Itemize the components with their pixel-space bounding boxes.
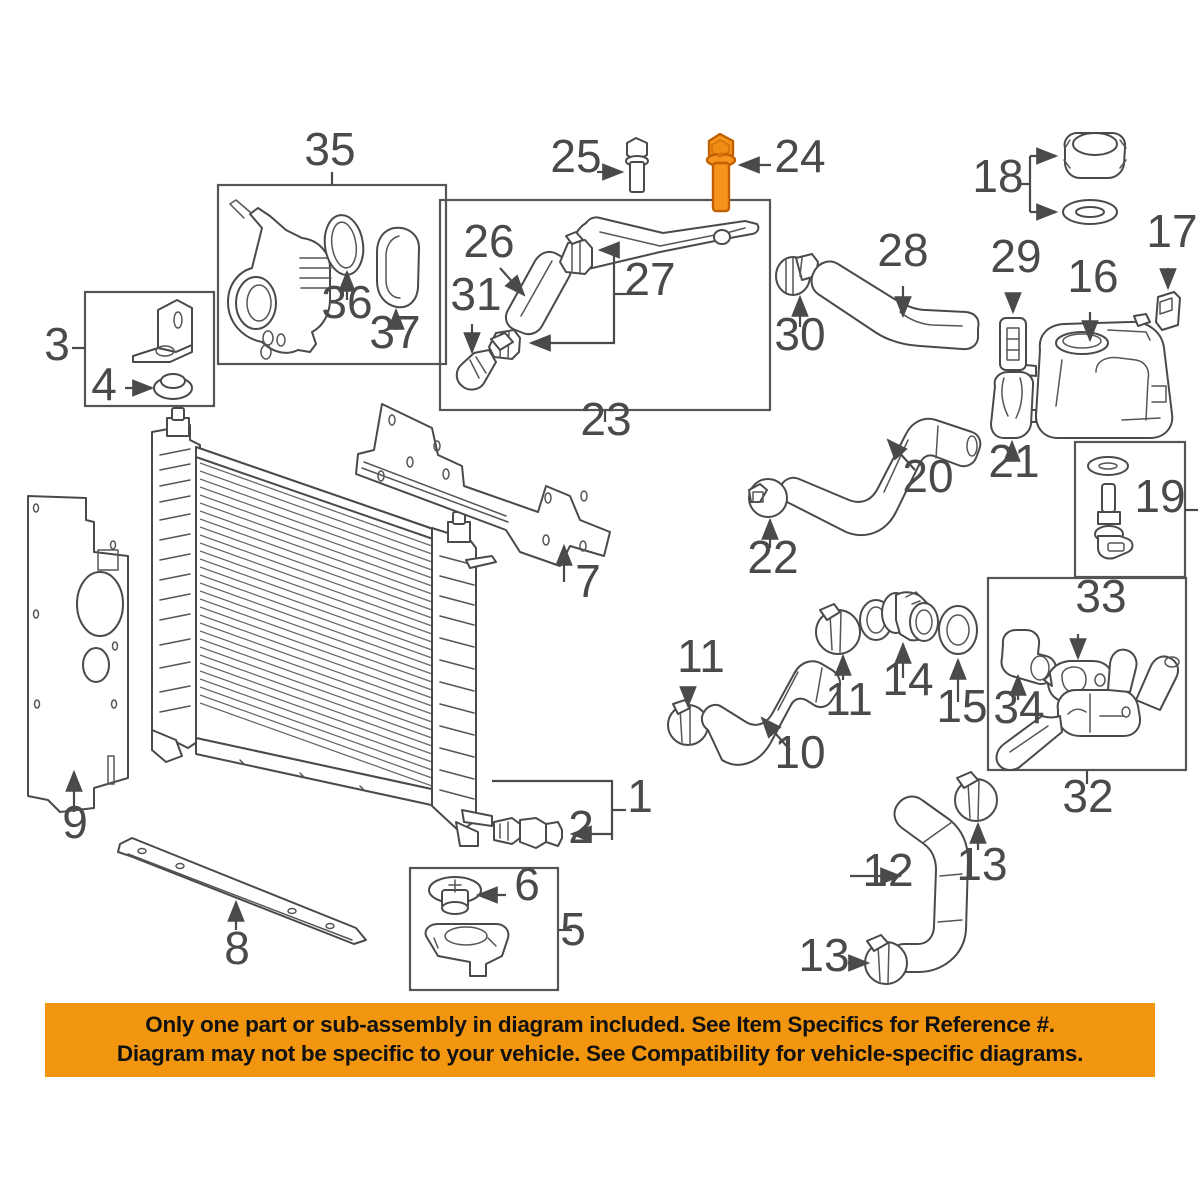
callout-12: 12	[862, 844, 913, 896]
callout-14: 14	[882, 653, 933, 705]
part-16-coolant-tank	[1013, 312, 1174, 439]
disclaimer-banner: Only one part or sub-assembly in diagram…	[45, 1003, 1155, 1077]
part-21-tank-retainer	[990, 371, 1035, 462]
group-box-32	[986, 576, 1188, 784]
callout-16: 16	[1067, 250, 1118, 302]
part-29-clamp-strap	[999, 292, 1027, 371]
part-13-clamp-upper	[954, 771, 998, 850]
part-20-reservoir-hose	[779, 417, 982, 537]
callout-22: 22	[747, 531, 798, 583]
part-32-thermostat-housing	[995, 648, 1180, 771]
callout-13: 13	[956, 838, 1007, 890]
group-box-23	[438, 198, 772, 422]
group-box-5	[408, 866, 572, 992]
part-14-pipe-connector	[859, 591, 939, 678]
group-box-3	[72, 290, 216, 408]
callout-3: 3	[44, 318, 70, 370]
callout-18: 18	[972, 150, 1023, 202]
callout-15: 15	[936, 680, 987, 732]
callout-8: 8	[224, 922, 250, 974]
part-13-clamp-lower	[848, 934, 908, 985]
part-27-leader	[528, 241, 628, 352]
part-1-radiator	[151, 407, 626, 847]
callout-6: 6	[514, 858, 540, 910]
callout-1: 1	[627, 770, 653, 822]
callout-20: 20	[902, 450, 953, 502]
callout-19: 19	[1134, 470, 1185, 522]
callout-4: 4	[91, 358, 117, 410]
callout-numbers: 1 2 3 4 5 6 7 8 9 10 11 11 12 13 13 14 1…	[44, 123, 1197, 981]
callout-7: 7	[575, 555, 601, 607]
callout-26: 26	[463, 215, 514, 267]
callout-33: 33	[1075, 570, 1126, 622]
part-24-bolt-highlighted	[705, 132, 771, 213]
part-8-lower-deflector	[117, 837, 367, 945]
callout-32: 32	[1062, 770, 1113, 822]
part-10-inlet-hose	[700, 660, 841, 766]
part-31-plug	[455, 324, 514, 391]
disclaimer-line-1: Only one part or sub-assembly in diagram…	[145, 1012, 1055, 1038]
part-2-drain-cock	[493, 817, 612, 849]
part-4-insulator	[125, 373, 193, 400]
part-18-reservoir-cap	[1018, 132, 1127, 225]
part-9-side-baffle	[27, 495, 129, 813]
callout-13b: 13	[798, 929, 849, 981]
callout-23: 23	[580, 393, 631, 445]
part-5-lower-bracket	[424, 923, 510, 977]
callout-34: 34	[993, 681, 1044, 733]
part-19-level-sensor	[1087, 456, 1134, 560]
callout-28: 28	[877, 224, 928, 276]
part-27-clamp-upper	[559, 231, 593, 275]
callout-27: 27	[624, 253, 675, 305]
callout-10: 10	[774, 726, 825, 778]
callout-2: 2	[568, 801, 594, 853]
part-25-bolt	[597, 137, 649, 193]
part-34-thermostat	[1000, 629, 1057, 700]
part-7-air-baffle	[355, 403, 611, 582]
callout-36: 36	[321, 276, 372, 328]
callout-5: 5	[560, 903, 586, 955]
part-28-overflow-hose	[810, 260, 980, 351]
callout-29: 29	[990, 230, 1041, 282]
callout-17: 17	[1146, 205, 1197, 257]
callout-24: 24	[774, 130, 825, 182]
disclaimer-line-2: Diagram may not be specific to your vehi…	[116, 1041, 1084, 1066]
callout-37: 37	[369, 306, 420, 358]
callout-30: 30	[774, 308, 825, 360]
callout-21: 21	[988, 435, 1039, 487]
part-3-mount-bracket	[132, 299, 193, 363]
part-15-o-ring	[938, 605, 978, 702]
part-17-retainer-clip	[1155, 268, 1181, 331]
part-22-clamp	[748, 478, 788, 548]
callout-9: 9	[62, 796, 88, 848]
part-11-clamp-right	[815, 603, 861, 680]
part-35-water-outlet-housing	[227, 199, 420, 360]
callout-11: 11	[677, 630, 725, 682]
callout-35: 35	[304, 123, 355, 175]
callout-11b: 11	[825, 673, 873, 725]
part-6-lower-insulator	[428, 876, 506, 915]
group-box-35	[216, 172, 448, 366]
callout-25: 25	[550, 130, 601, 182]
callout-31: 31	[450, 268, 501, 320]
